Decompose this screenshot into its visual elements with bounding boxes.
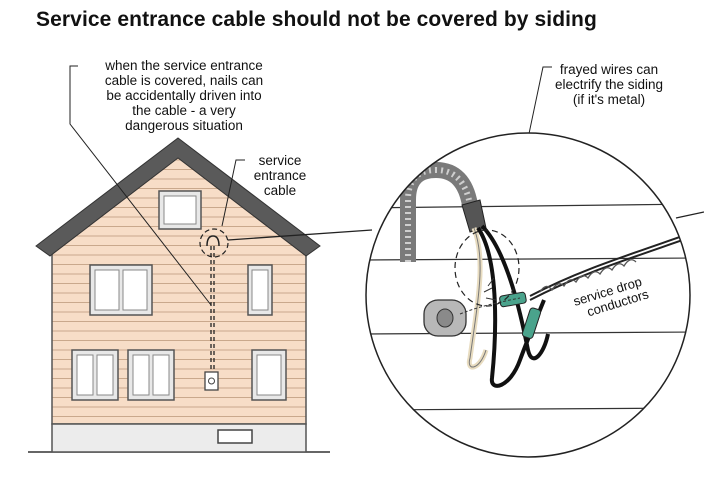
connector-tape bbox=[521, 307, 542, 339]
callout-service-entrance-cable: service entrance cable bbox=[244, 153, 316, 198]
attic-window bbox=[158, 190, 202, 230]
frayed-wire-highlight bbox=[454, 229, 520, 307]
electric-meter bbox=[204, 371, 219, 391]
hidden-service-cable bbox=[206, 235, 220, 374]
foundation-vent bbox=[217, 429, 253, 444]
callout-line: cable bbox=[263, 183, 297, 198]
frayed-strands bbox=[483, 277, 497, 301]
roof bbox=[35, 137, 321, 257]
house-foundation bbox=[51, 423, 307, 453]
hot-wire-2 bbox=[480, 224, 550, 361]
callout-line: be accidentally driven into bbox=[106, 88, 262, 103]
drop-wire-exit bbox=[675, 211, 704, 219]
diagram-title: Service entrance cable should not be cov… bbox=[36, 8, 597, 31]
spool-insulator bbox=[423, 297, 521, 337]
callout-frayed-wires: frayed wires can electrify the siding (i… bbox=[546, 62, 672, 107]
lower-window-left bbox=[71, 349, 119, 401]
callout-line: dangerous situation bbox=[125, 118, 243, 133]
upper-window-left bbox=[89, 264, 153, 316]
house bbox=[35, 137, 321, 453]
callout-line: cable is covered, nails can bbox=[104, 73, 264, 88]
service-head-highlight bbox=[199, 228, 229, 258]
lower-window-middle bbox=[127, 349, 175, 401]
magnified-detail bbox=[365, 132, 691, 458]
callout-nails-hazard: when the service entrance cable is cover… bbox=[78, 58, 290, 133]
lower-window-right bbox=[251, 349, 287, 401]
callout-line: when the service entrance bbox=[105, 58, 263, 73]
callout-line: service bbox=[258, 153, 302, 168]
callout-line: entrance bbox=[253, 168, 307, 183]
callout-line: (if it's metal) bbox=[572, 92, 646, 107]
service-drop-conductors bbox=[529, 229, 690, 301]
upper-window-right bbox=[247, 264, 273, 316]
callout-line: the cable - a very bbox=[132, 103, 236, 118]
callout-line: electrify the siding bbox=[554, 77, 664, 92]
drop-wire-to-circle bbox=[227, 229, 373, 241]
callout-line: frayed wires can bbox=[559, 62, 659, 77]
